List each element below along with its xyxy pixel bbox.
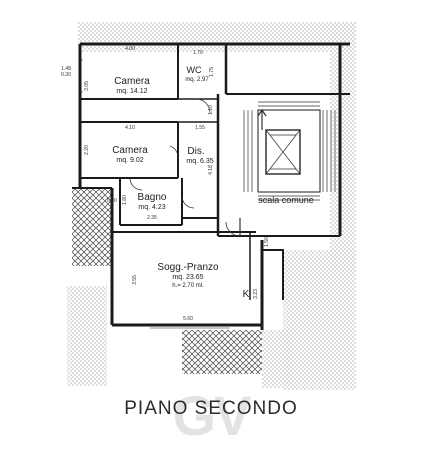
room-bagno-name: Bagno (138, 192, 167, 203)
dim-left-b: 0.30 (61, 72, 71, 78)
room-camera2-area: mq. 9.02 (116, 157, 143, 164)
dim-kitchen-height: 3.23 (253, 289, 259, 299)
dim-wc-height: 1.75 (209, 67, 215, 77)
room-wc-area: mq. 2.97 (185, 77, 209, 83)
room-camera1-name: Camera (114, 76, 150, 87)
windows (80, 59, 230, 329)
watermark-logo: GV (172, 384, 252, 447)
room-camera1-area: mq. 14.12 (116, 88, 147, 95)
dim-wc-width: 1.76 (193, 50, 203, 56)
room-dis-area: mq. 6.35 (186, 158, 213, 165)
plan-title: PIANO SECONDO (124, 398, 298, 419)
exterior-terrain (67, 22, 356, 390)
room-stair-name: scala comune (258, 195, 314, 205)
dimension-labels: 4.00 1.76 3.05 1.75 1.48 0.30 1.10 4.10 … (61, 46, 270, 322)
dim-dis-width: 1.55 (195, 125, 205, 131)
room-labels: Camera mq. 14.12 WC mq. 2.97 Camera mq. … (112, 65, 314, 300)
room-soggiorno-name: Sogg.-Pranzo (157, 262, 219, 273)
room-kitchen-name: K (243, 289, 250, 300)
room-wc-name: WC (187, 65, 202, 75)
doors (129, 98, 267, 237)
dim-soggiorno-height: 3.55 (132, 275, 138, 285)
room-soggiorno-area: mq. 23.65 (172, 274, 203, 281)
dim-camera1-height: 3.05 (84, 81, 90, 91)
dim-soggiorno-width: 5.60 (183, 316, 193, 322)
room-soggiorno-height: h.= 2.70 ml. (172, 283, 204, 289)
dim-camera2-height: 2.20 (84, 145, 90, 155)
dim-corridor-height: 1.10 (208, 105, 214, 115)
dim-dis-height: 4.18 (208, 165, 214, 175)
dim-bagno-height: 1.80 (122, 195, 128, 205)
room-camera2-name: Camera (112, 145, 148, 156)
dim-camera2-width: 4.10 (125, 125, 135, 131)
dim-camera1-width: 4.00 (125, 46, 135, 52)
walls (72, 42, 350, 330)
dim-wall-height: 1.56 (264, 237, 270, 247)
dim-left-a: 1.48 (61, 66, 71, 72)
dim-bagno-width: 2.35 (147, 215, 157, 221)
room-bagno-area: mq. 4.23 (138, 204, 165, 211)
dim-left-c: 0.90 (107, 198, 117, 204)
balcony-hatching (72, 188, 262, 374)
room-dis-name: Dis. (187, 146, 204, 157)
staircase (243, 101, 336, 201)
